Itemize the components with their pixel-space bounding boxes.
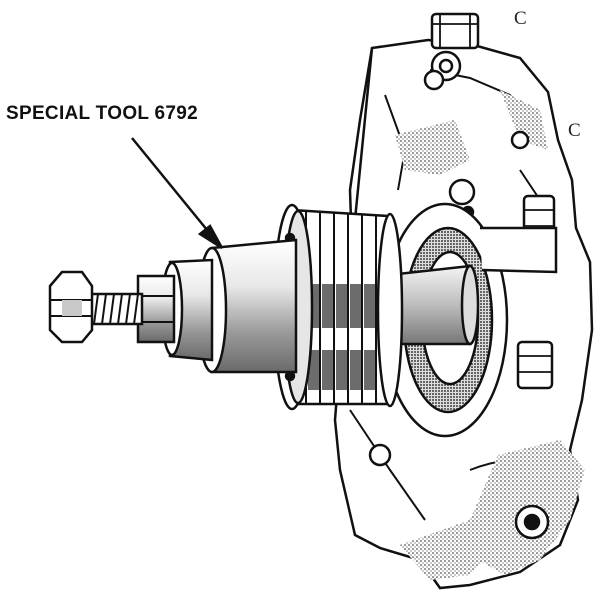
bolt-top [430,12,480,82]
bolt-right-lower [516,340,554,390]
spline-gear [290,208,404,408]
callout-arrow [131,137,224,250]
hex-bolt-head [48,270,94,344]
forcing-nut [136,274,176,344]
housing-mark-right: C [568,120,581,141]
special-tool-label: SPECIAL TOOL 6792 [6,103,199,124]
housing-mark-top: C [514,8,527,29]
